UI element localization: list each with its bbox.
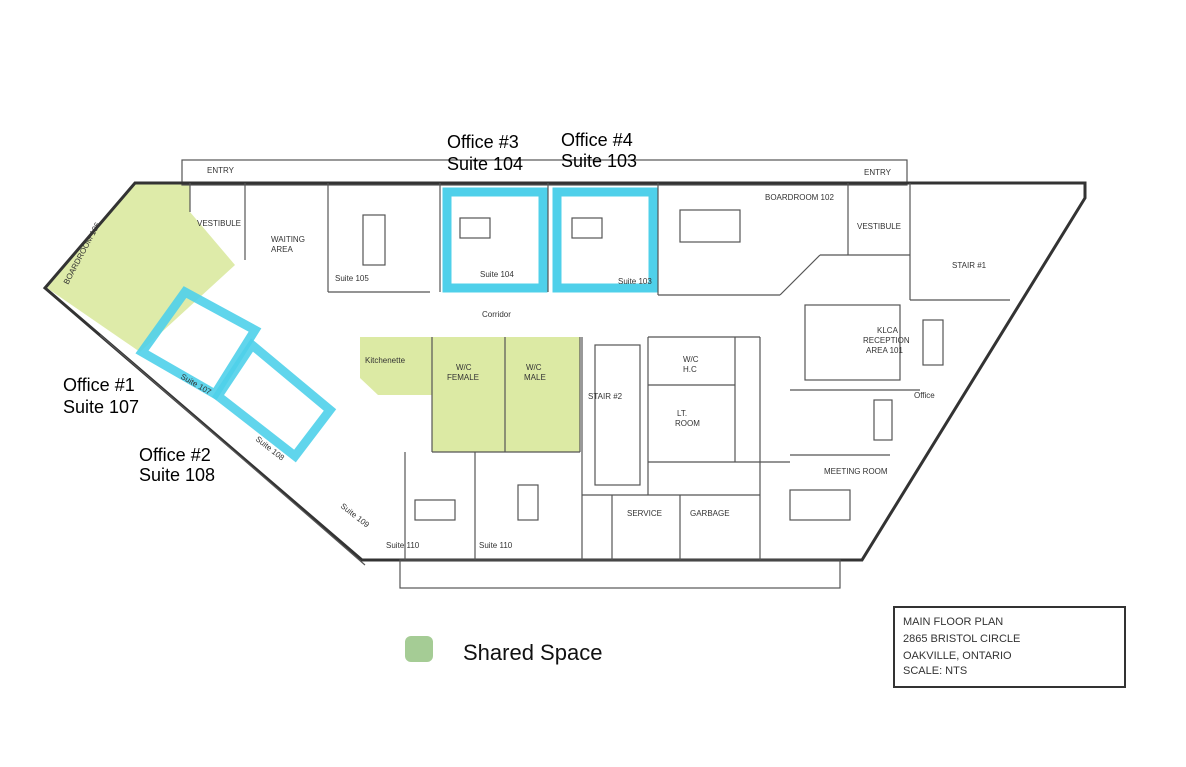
label-garbage: GARBAGE [690,509,730,518]
label-stair-2: STAIR #2 [588,392,623,401]
label-corridor: Corridor [482,310,511,319]
label-meeting-room: MEETING ROOM [824,467,888,476]
annotation-office-2: Office #2 [139,445,211,465]
annotation-office-4-suite: Suite 103 [561,151,637,171]
label-suite-109: Suite 109 [339,501,372,529]
label-boardroom-102: BOARDROOM 102 [765,193,834,202]
annotation-office-4: Office #4 [561,130,633,150]
label-reception-3: AREA 101 [866,346,903,355]
label-vestibule-right: VESTIBULE [857,222,901,231]
label-suite-103: Suite 103 [618,277,652,286]
shared-area-kitchenette [360,337,432,395]
label-service: SERVICE [627,509,662,518]
label-reception-2: RECEPTION [863,336,910,345]
title-main-floor-plan: MAIN FLOOR PLAN [903,616,1003,628]
label-office: Office [914,391,935,400]
label-reception: KLCA [877,326,899,335]
label-lt-room-2: ROOM [675,419,700,428]
label-entry-left: ENTRY [207,166,235,175]
label-suite-110-b: Suite 110 [479,541,513,550]
label-lt-room: LT. [677,409,687,418]
label-kitchenette: Kitchenette [365,356,406,365]
label-wc-hc: W/C [683,355,699,364]
office-area-suite-107 [135,286,262,401]
label-wc-hc-2: H.C [683,365,697,374]
title-city: OAKVILLE, ONTARIO [903,650,1012,662]
title-address: 2865 BRISTOL CIRCLE [903,633,1020,645]
building-outline [42,181,1087,562]
legend-shared-space: Shared Space [463,640,602,665]
annotation-office-3-suite: Suite 104 [447,154,523,174]
label-suite-107: Suite 107 [179,372,213,397]
office-area-suite-104 [442,187,548,293]
title-scale: SCALE: NTS [903,665,967,677]
annotation-office-3: Office #3 [447,132,519,152]
label-suite-105: Suite 105 [335,274,369,283]
annotation-office-1: Office #1 [63,375,135,395]
shared-space-swatch [405,636,433,662]
shared-area-boardroom [47,184,235,352]
label-suite-110-a: Suite 110 [386,541,420,550]
label-entry-right: ENTRY [864,168,892,177]
label-wc-male: W/C [526,363,542,372]
office-area-suite-108 [211,338,337,463]
office-area-suite-103 [552,187,658,293]
title-block [893,606,1126,688]
shared-area-washrooms [432,337,580,452]
label-suite-104: Suite 104 [480,270,514,279]
label-wc-female-2: FEMALE [447,373,479,382]
label-waiting: WAITING [271,235,305,244]
annotation-office-2-suite: Suite 108 [139,465,215,485]
label-vestibule-left: VESTIBULE [197,219,241,228]
annotation-office-1-suite: Suite 107 [63,397,139,417]
label-waiting-area: AREA [271,245,293,254]
label-wc-female: W/C [456,363,472,372]
label-wc-male-2: MALE [524,373,546,382]
label-stair-1: STAIR #1 [952,261,987,270]
